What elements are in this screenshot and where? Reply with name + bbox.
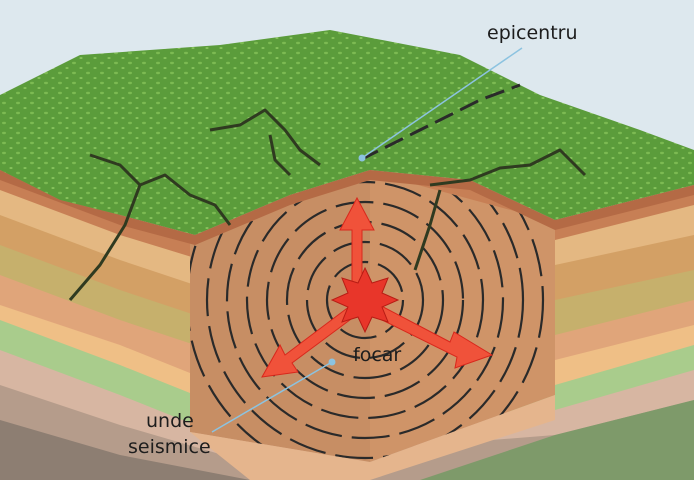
grass-surface bbox=[0, 30, 694, 235]
epicenter-label: epicentru bbox=[487, 22, 578, 44]
focus-label: focar bbox=[353, 344, 402, 366]
focus-star-icon bbox=[330, 266, 400, 334]
epicenter-leader-line bbox=[361, 47, 523, 159]
ground-cracks bbox=[68, 108, 587, 301]
seismic-waves-label-line2: seismice bbox=[128, 436, 211, 458]
seismic-wave-rings bbox=[190, 172, 545, 462]
waves-leader-line bbox=[211, 361, 333, 433]
seismic-waves-label-line1: unde bbox=[146, 410, 194, 432]
fault-line bbox=[359, 83, 521, 162]
